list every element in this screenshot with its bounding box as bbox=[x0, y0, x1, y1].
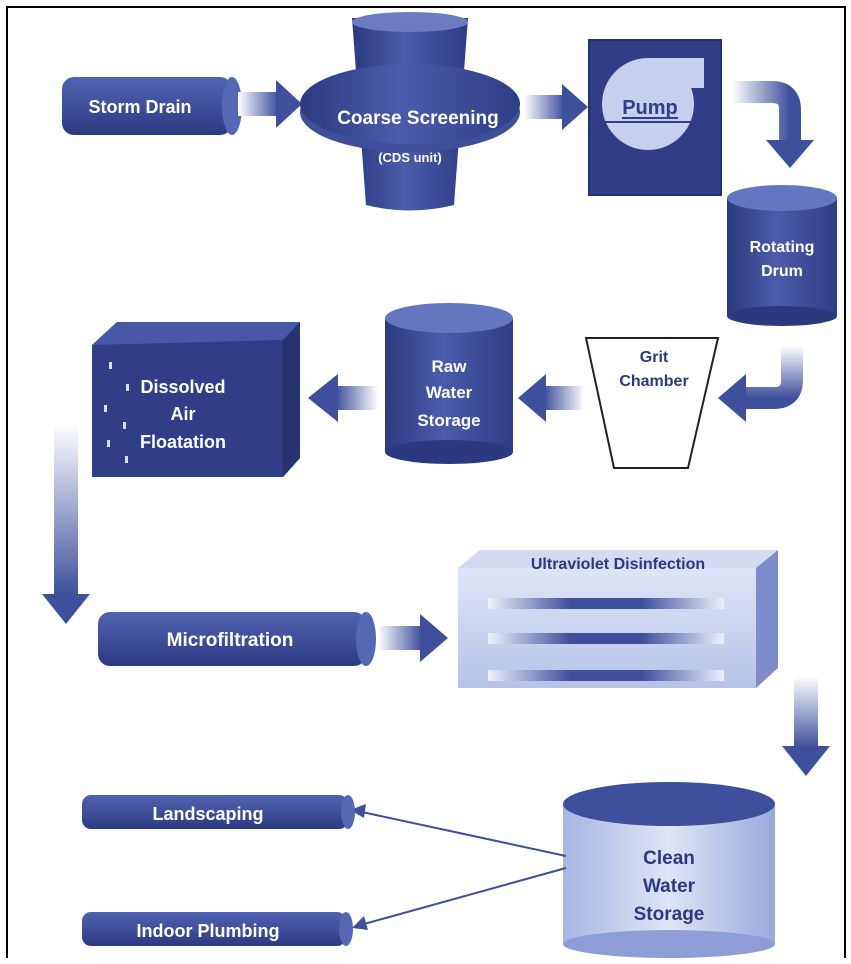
rotating-drum-label-2: Drum bbox=[761, 263, 803, 280]
arrow-micro-to-uv bbox=[378, 614, 448, 662]
coarse-screening-node: Coarse Screening (CDS unit) bbox=[300, 12, 520, 211]
grit-chamber-label-2: Chamber bbox=[619, 373, 688, 390]
arrow-raw-to-daf bbox=[308, 374, 378, 422]
coarse-screening-label: Coarse Screening bbox=[337, 108, 499, 129]
grit-chamber-label-1: Grit bbox=[640, 349, 669, 366]
pump-label: Pump bbox=[622, 97, 678, 119]
raw-water-storage-node: Raw Water Storage bbox=[385, 303, 513, 464]
rotating-drum-label-1: Rotating bbox=[750, 239, 815, 256]
cds-unit-label: (CDS unit) bbox=[378, 150, 442, 165]
arrow-uv-down bbox=[782, 676, 830, 776]
landscaping-label: Landscaping bbox=[152, 804, 263, 824]
rotating-drum-node: Rotating Drum bbox=[727, 185, 837, 326]
raw-water-label-3: Storage bbox=[417, 411, 480, 430]
arrow-screening-to-pump bbox=[524, 84, 588, 130]
arrow-storm-to-screening bbox=[238, 80, 302, 128]
daf-node: Dissolved Air Floatation bbox=[92, 322, 300, 477]
air-bubbles-icon bbox=[104, 362, 129, 463]
arrow-to-landscaping bbox=[350, 804, 567, 857]
diagram-frame bbox=[6, 6, 846, 958]
indoor-plumbing-node: Indoor Plumbing bbox=[82, 912, 353, 946]
storm-drain-node: Storm Drain bbox=[62, 77, 242, 135]
grit-chamber-node: Grit Chamber bbox=[584, 337, 720, 469]
clean-water-label-3: Storage bbox=[634, 904, 705, 925]
storm-drain-label: Storm Drain bbox=[88, 97, 191, 117]
daf-label-1: Dissolved bbox=[140, 377, 225, 397]
uv-disinfection-node: Ultraviolet Disinfection bbox=[458, 550, 778, 688]
daf-label-2: Air bbox=[170, 404, 195, 424]
clean-water-label-1: Clean bbox=[643, 848, 695, 869]
pump-node: Pump bbox=[588, 39, 722, 196]
microfiltration-label: Microfiltration bbox=[167, 630, 294, 651]
indoor-plumbing-label: Indoor Plumbing bbox=[137, 921, 280, 941]
microfiltration-node: Microfiltration bbox=[98, 612, 376, 666]
arrow-drum-to-grit bbox=[718, 346, 803, 422]
clean-water-label-2: Water bbox=[643, 876, 696, 897]
clean-water-storage-node: Clean Water Storage bbox=[563, 782, 775, 958]
arrow-grit-to-raw bbox=[518, 374, 584, 422]
raw-water-label-2: Water bbox=[426, 383, 473, 402]
landscaping-node: Landscaping bbox=[82, 795, 355, 829]
uv-label: Ultraviolet Disinfection bbox=[531, 556, 705, 573]
daf-label-3: Floatation bbox=[140, 432, 226, 452]
arrow-daf-down bbox=[42, 424, 90, 624]
raw-water-label-1: Raw bbox=[432, 357, 468, 376]
arrow-pump-to-drum bbox=[732, 81, 814, 168]
arrow-to-indoor-plumbing bbox=[352, 867, 567, 930]
